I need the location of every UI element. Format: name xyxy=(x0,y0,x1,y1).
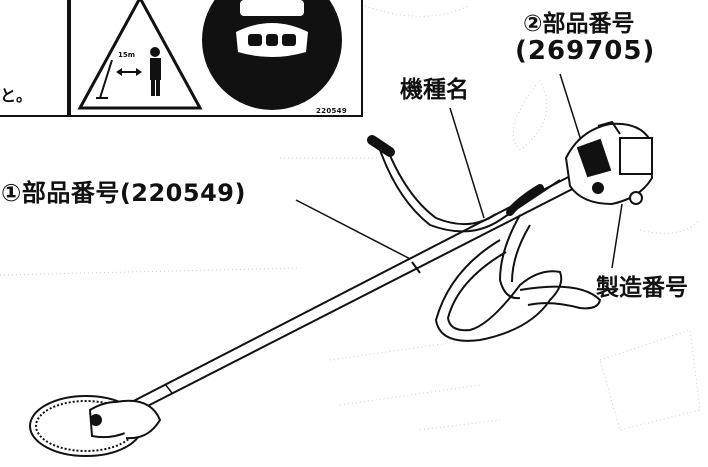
sticker-code: 220549 xyxy=(316,107,348,115)
part-number-2-value: (269705) xyxy=(515,36,656,66)
background-speckle xyxy=(0,0,701,431)
shoulder-strap xyxy=(434,239,602,342)
cutting-blade xyxy=(29,395,162,457)
sticker-text-fragment: と。 xyxy=(0,86,33,105)
engine xyxy=(564,120,654,206)
warning-sticker xyxy=(0,0,363,117)
safety-distance-label: 15m xyxy=(118,51,136,59)
protective-gear-icon xyxy=(202,0,342,110)
part-number-1-label: ①部品番号(220549) xyxy=(1,179,246,207)
leader-lines xyxy=(295,73,623,269)
part-number-2-title: ②部品番号 xyxy=(523,11,635,37)
handlebar xyxy=(367,135,561,300)
serial-number-label: 製造番号 xyxy=(596,275,688,301)
model-name-label: 機種名 xyxy=(400,77,469,103)
warning-triangle xyxy=(77,0,203,110)
